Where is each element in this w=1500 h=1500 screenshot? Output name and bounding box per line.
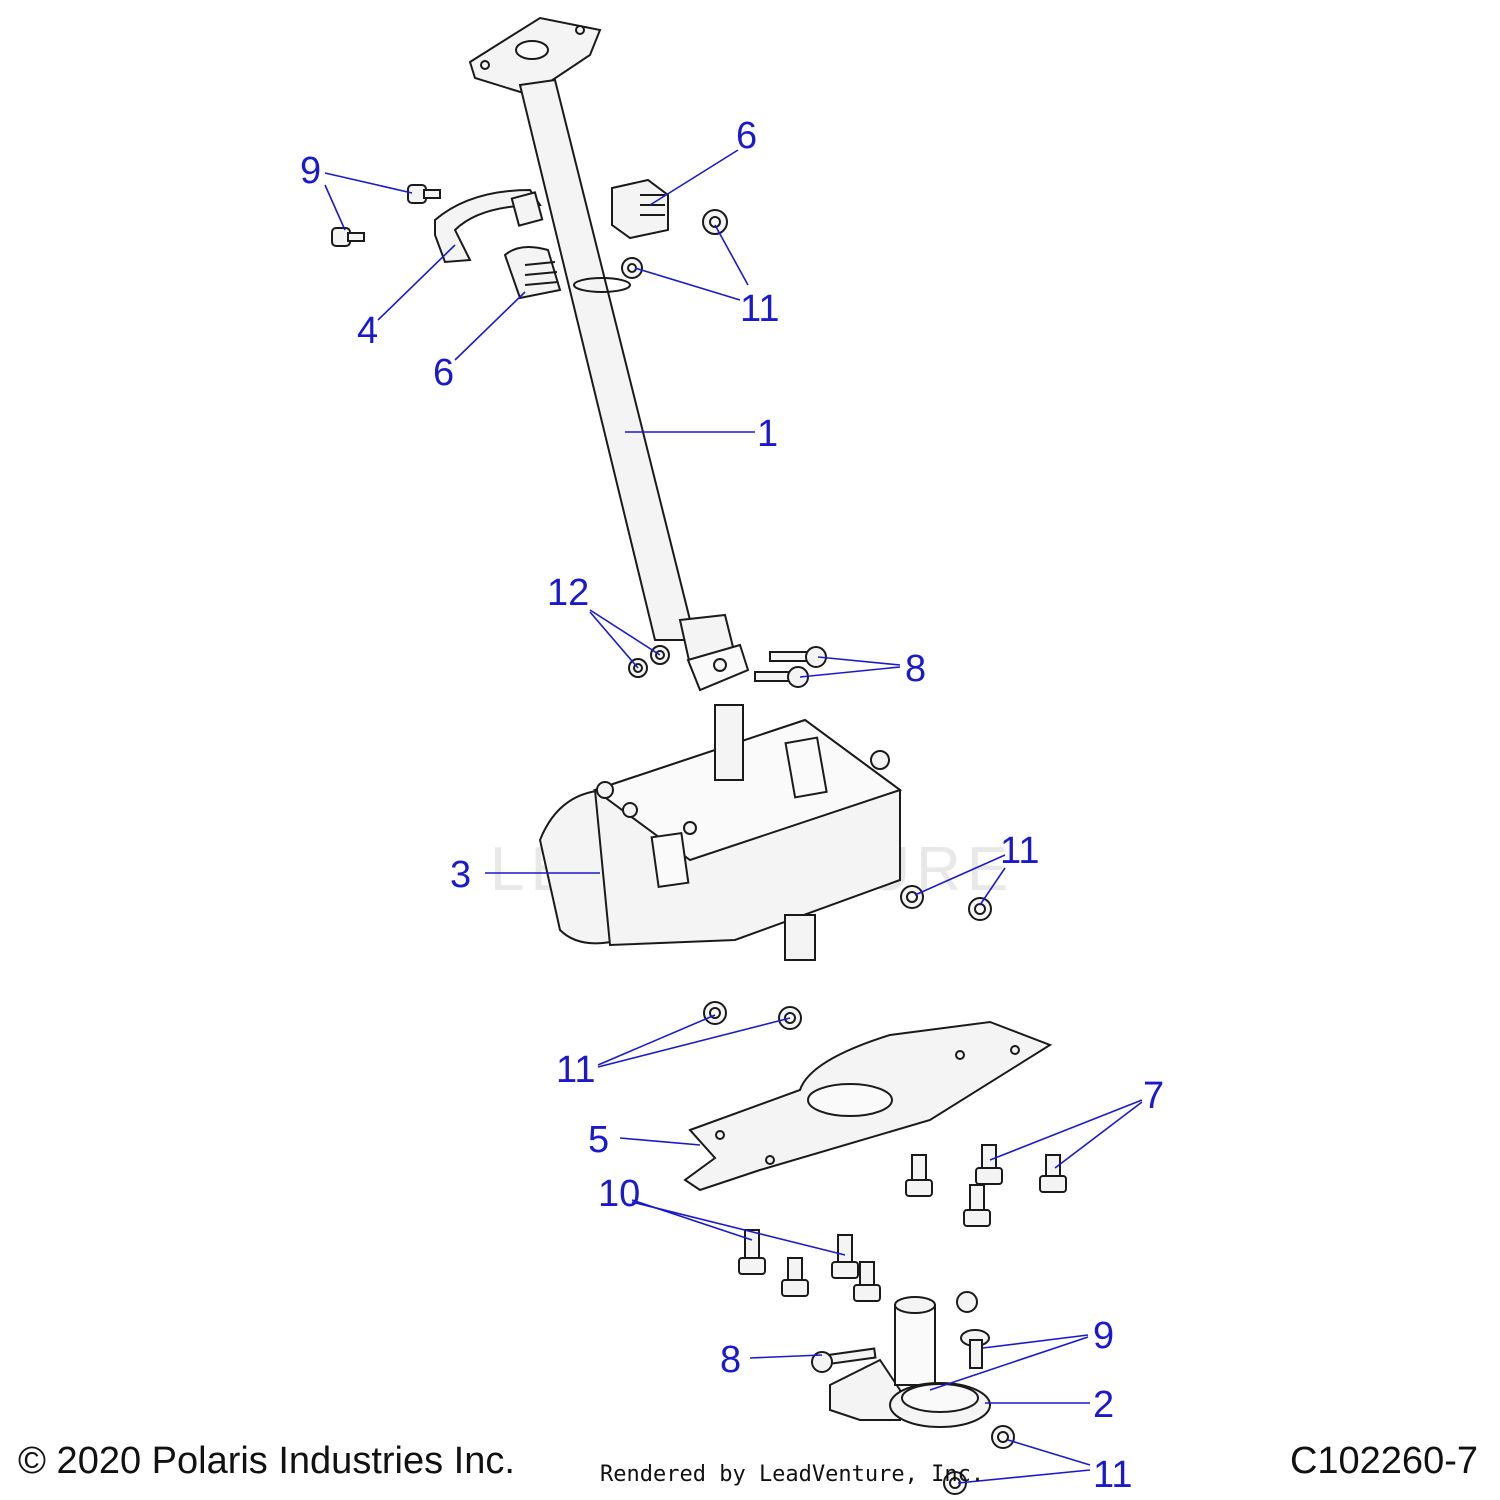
callout-9-lower: 9 <box>1093 1315 1114 1357</box>
nut-11g <box>991 1425 1015 1449</box>
callout-2: 2 <box>1093 1384 1114 1426</box>
nut-11a <box>702 209 728 235</box>
callout-4: 4 <box>357 310 378 352</box>
bolt-9b <box>331 227 365 247</box>
bolt-10c <box>781 1257 809 1297</box>
callout-1: 1 <box>757 413 778 455</box>
bolt-7c <box>1039 1154 1067 1193</box>
clamp-bracket <box>434 188 544 264</box>
callout-8-upper: 8 <box>905 648 926 690</box>
steering-column-shaft <box>468 16 750 692</box>
bolt-10a <box>738 1229 766 1275</box>
bolt-10d <box>853 1261 881 1302</box>
callout-6-upper: 6 <box>736 115 757 157</box>
mounting-plate <box>683 1020 1053 1192</box>
callout-8-lower: 8 <box>720 1339 741 1381</box>
callout-11-plate: 11 <box>556 1049 595 1091</box>
bolt-7d <box>963 1184 991 1227</box>
bolt-8c <box>811 1347 877 1373</box>
callout-9-upper: 9 <box>300 150 321 192</box>
nut-11c <box>900 885 924 909</box>
callout-3: 3 <box>450 854 471 896</box>
nut-11d <box>968 897 992 921</box>
callout-7: 7 <box>1143 1075 1164 1117</box>
bolt-7b <box>975 1144 1003 1185</box>
steering-gear-box <box>538 704 903 961</box>
callout-11-upper: 11 <box>740 288 779 330</box>
leader-lines <box>324 149 1143 1484</box>
bolt-10b <box>831 1234 859 1279</box>
bushing-upper <box>611 178 669 240</box>
lower-bearing-housing <box>829 1296 991 1428</box>
bolt-8a <box>769 646 827 668</box>
rendered-by-text: Rendered by LeadVenture, Inc. <box>600 1462 985 1487</box>
bushing-lower <box>503 245 562 300</box>
callout-6-lower: 6 <box>433 352 454 394</box>
callout-12: 12 <box>547 572 589 614</box>
callout-11-bottom: 11 <box>1093 1454 1132 1496</box>
bolt-9c <box>960 1329 990 1369</box>
nut-lower <box>956 1291 978 1313</box>
callout-10: 10 <box>598 1173 640 1215</box>
diagram-code: C102260-7 <box>1289 1440 1478 1482</box>
bolt-7a <box>905 1154 933 1197</box>
bolt-9a <box>407 184 441 204</box>
copyright-text: © 2020 Polaris Industries Inc. <box>18 1440 515 1482</box>
callout-11-gearbox: 11 <box>1000 830 1039 872</box>
callout-5: 5 <box>588 1119 609 1161</box>
nut-11e <box>703 1001 727 1025</box>
nut-11b <box>621 257 643 279</box>
